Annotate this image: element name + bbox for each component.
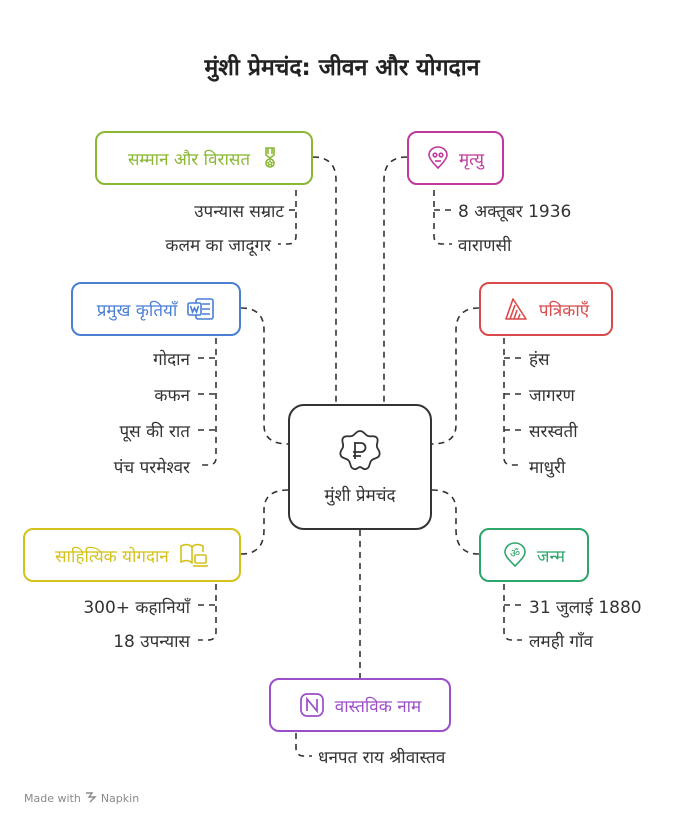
kritiyan-item-4: पंच परमेश्वर <box>113 458 190 478</box>
napkin-logo-icon <box>85 791 97 806</box>
yogdan-item-2: 18 उपन्यास <box>113 632 190 652</box>
word-document-icon <box>187 297 215 321</box>
mrityu-item-2: वाराणसी <box>458 236 512 256</box>
letter-n-icon <box>299 692 325 718</box>
topic-yogdan-box[interactable]: साहित्यिक योगदान <box>23 528 241 582</box>
patrikayen-item-4: माधुरी <box>529 458 566 478</box>
topic-janm-box[interactable]: ॐ जन्म <box>479 528 589 582</box>
topic-mrityu-label: मृत्यु <box>459 149 484 170</box>
om-pin-icon: ॐ <box>503 542 527 568</box>
janm-item-2: लमही गाँव <box>529 632 593 652</box>
yogdan-item-1: 300+ कहानियाँ <box>83 598 190 618</box>
topic-naam-label: वास्तविक नाम <box>334 696 422 717</box>
samman-item-1: उपन्यास सम्राट <box>194 202 284 222</box>
topic-kritiyan-box[interactable]: प्रमुख कृतियाँ <box>71 282 241 336</box>
napkin-brand-text: Napkin <box>100 792 140 805</box>
book-laptop-icon <box>179 542 209 568</box>
topic-kritiyan-label: प्रमुख कृतियाँ <box>96 300 178 321</box>
topic-patrikayen-label: पत्रिकाएँ <box>538 300 590 321</box>
made-with-text: Made with <box>24 792 81 805</box>
kritiyan-item-2: कफन <box>154 386 190 406</box>
patrikayen-item-3: सरस्वती <box>529 422 578 442</box>
janm-item-1: 31 जुलाई 1880 <box>529 598 642 618</box>
topic-janm-label: जन्म <box>536 546 566 567</box>
mrityu-item-1: 8 अक्तूबर 1936 <box>458 202 572 222</box>
diagram-title: मुंशी प्रेमचंद: जीवन और योगदान <box>204 55 480 81</box>
kritiyan-item-1: गोदान <box>153 350 190 370</box>
patrikayen-item-1: हंस <box>529 350 550 370</box>
central-topic-box[interactable]: मुंशी प्रेमचंद <box>288 404 432 530</box>
topic-samman-box[interactable]: सम्मान और विरासत <box>95 131 313 185</box>
central-topic-label: मुंशी प्रेमचंद <box>324 486 396 506</box>
svg-text:ॐ: ॐ <box>510 547 520 560</box>
made-with-napkin-footer: Made with Napkin <box>24 791 139 806</box>
naam-item-1: धनपत राय श्रीवास्तव <box>318 748 446 768</box>
topic-naam-box[interactable]: वास्तविक नाम <box>269 678 451 732</box>
topic-patrikayen-box[interactable]: पत्रिकाएँ <box>479 282 613 336</box>
rupee-flower-icon <box>338 428 382 477</box>
skull-pin-icon <box>427 146 449 170</box>
patrikayen-item-2: जागरण <box>529 386 575 406</box>
samman-item-2: कलम का जादूगर <box>165 236 271 256</box>
topic-yogdan-label: साहित्यिक योगदान <box>55 546 169 567</box>
striped-triangle-icon <box>503 296 529 322</box>
kritiyan-item-3: पूस की रात <box>119 422 190 442</box>
topic-mrityu-box[interactable]: मृत्यु <box>407 131 504 185</box>
topic-samman-label: सम्मान और विरासत <box>127 149 251 170</box>
medal-icon <box>260 146 280 170</box>
